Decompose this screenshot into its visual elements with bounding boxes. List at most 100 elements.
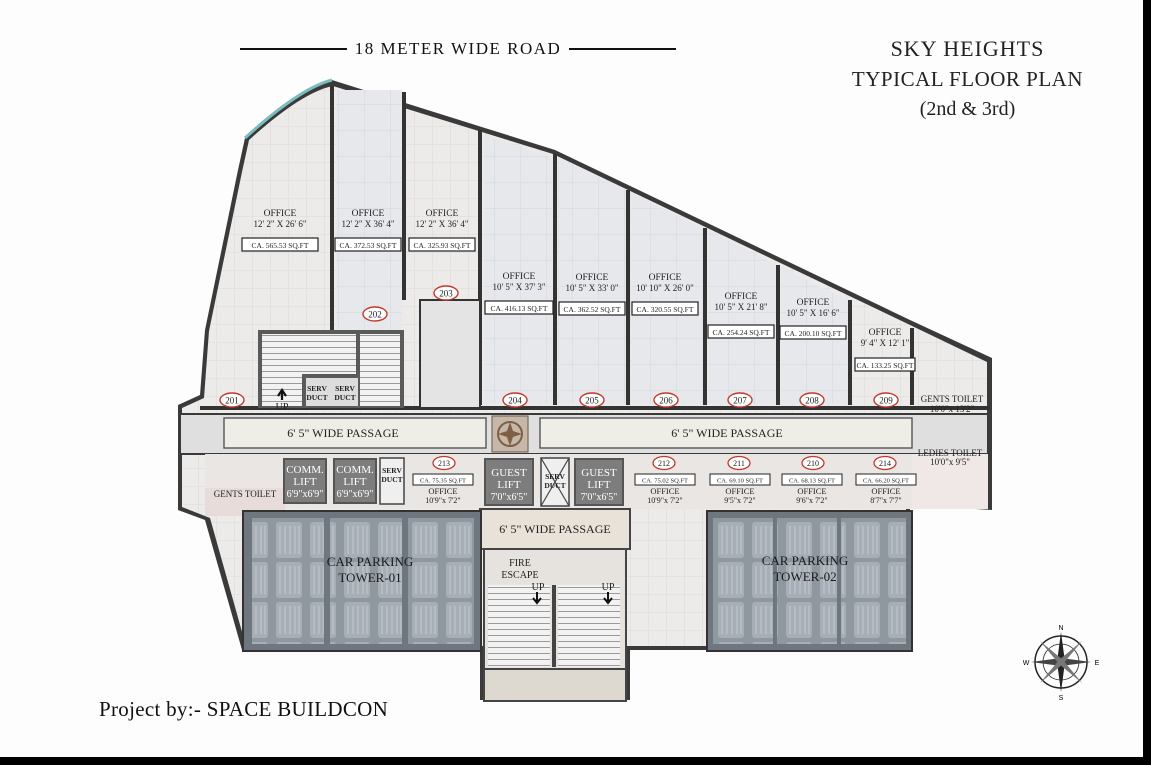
- office-size: 10' 5" X 21' 8": [714, 302, 767, 312]
- area-box: [781, 473, 843, 486]
- passage-right-label: 6' 5" WIDE PASSAGE: [671, 426, 782, 440]
- office-area: CA. 68.13 SQ.FT: [789, 478, 835, 485]
- area-box: [558, 301, 626, 316]
- area-box: [709, 473, 771, 486]
- guest-lift-1-line2: LIFT: [497, 479, 521, 491]
- guest-lift-2-size: 7'0"x6'5": [581, 492, 618, 503]
- office-number: 204: [508, 396, 522, 406]
- guest-lift-2-line2: LIFT: [587, 479, 611, 491]
- up-label-core: UP: [276, 402, 289, 413]
- office-number-badge: [727, 392, 753, 408]
- serv-duct-3-line2: DUCT: [381, 475, 402, 484]
- road-text: 18 METER WIDE ROAD: [354, 39, 562, 58]
- office-size: 10' 5" X 37' 3": [492, 282, 545, 292]
- office-size: 9' 4" X 12' 1": [861, 338, 910, 348]
- office-number-badge: [219, 392, 245, 408]
- ladies-toilet-name: LEDIES TOILET: [918, 448, 983, 458]
- passage-lower-label: 6' 5" WIDE PASSAGE: [499, 522, 610, 536]
- office-number: 202: [368, 310, 382, 320]
- serv-duct-1-line1: SERV: [307, 384, 327, 393]
- up-label-escape-2: UP: [602, 582, 615, 593]
- parking-2-line1: CAR PARKING: [762, 553, 849, 568]
- office-size: 12' 2" X 26' 6": [253, 219, 306, 229]
- area-box: [241, 237, 319, 252]
- guest-lift-2-line1: GUEST: [581, 467, 617, 479]
- office-number: 201: [225, 396, 239, 406]
- office-number-badge: [799, 392, 825, 408]
- office-number: 211: [733, 459, 745, 468]
- area-box: [854, 357, 916, 372]
- office-number-badge: [727, 455, 751, 471]
- office-number: 208: [805, 396, 819, 406]
- office-size: 12' 2" X 36' 4": [341, 219, 394, 229]
- office-size: 12' 2" X 36' 4": [415, 219, 468, 229]
- office-number-badge: [652, 455, 676, 471]
- office-size: 10' 10" X 26' 0": [636, 283, 694, 293]
- serv-duct-4-line1: SERV: [545, 472, 565, 481]
- passage-right: [539, 417, 913, 449]
- office-number: 212: [658, 459, 670, 468]
- serv-duct-3-line1: SERV: [382, 466, 402, 475]
- office-area: CA. 75.35 SQ.FT: [420, 478, 466, 485]
- passage-left: [223, 417, 487, 449]
- office-area: CA. 254.24 SQ.FT: [713, 328, 770, 337]
- office-size: 10' 5" X 33' 0": [565, 283, 618, 293]
- title-project-name: SKY HEIGHTS: [890, 36, 1045, 61]
- office-number: 209: [879, 396, 893, 406]
- office-name: OFFICE: [725, 292, 758, 302]
- office-area: CA. 133.25 SQ.FT: [857, 361, 914, 370]
- serv-duct-2-line2: DUCT: [334, 393, 355, 402]
- office-name: OFFICE: [428, 486, 457, 496]
- office-walls: [200, 86, 990, 410]
- serv-duct-1-line2: DUCT: [306, 393, 327, 402]
- compass-n: N: [1058, 625, 1063, 632]
- comm-lift-2-line2: LIFT: [343, 476, 367, 488]
- office-size: 8'7"x 7'7": [870, 496, 901, 505]
- parking-1-line1: CAR PARKING: [327, 554, 414, 569]
- office-number-badge: [432, 455, 456, 471]
- area-box: [631, 301, 699, 316]
- compass-w: W: [1023, 660, 1030, 667]
- area-box: [707, 324, 775, 339]
- area-box: [634, 473, 696, 486]
- office-name: OFFICE: [650, 486, 679, 496]
- comm-lift-2-size: 6'9"x6'9": [337, 489, 374, 500]
- comm-lift-1-size: 6'9"x6'9": [287, 489, 324, 500]
- area-box: [779, 325, 847, 340]
- office-name: OFFICE: [503, 272, 536, 282]
- parking-2-line2: TOWER-02: [773, 569, 836, 584]
- area-box: [412, 473, 474, 486]
- office-number: 203: [439, 289, 453, 299]
- office-name: OFFICE: [797, 298, 830, 308]
- passage-left-label: 6' 5" WIDE PASSAGE: [287, 426, 398, 440]
- comm-lift-1-line1: COMM.: [286, 464, 324, 476]
- office-name: OFFICE: [352, 209, 385, 219]
- comm-lift-1-line2: LIFT: [293, 476, 317, 488]
- project-credit: Project by:- SPACE BUILDCON: [99, 697, 389, 721]
- guest-lift-1-size: 7'0"x6'5": [491, 492, 528, 503]
- ladies-toilet-size: 10'0"x 9'5": [930, 457, 970, 467]
- comm-lift-2-line1: COMM.: [336, 464, 374, 476]
- serv-duct-2-line1: SERV: [335, 384, 355, 393]
- office-number: 210: [807, 459, 819, 468]
- office-area: CA. 320.55 SQ.FT: [637, 305, 694, 314]
- compass-e: E: [1095, 660, 1099, 667]
- office-number-badge: [362, 306, 388, 322]
- compass-rose: N S E W: [1023, 625, 1099, 700]
